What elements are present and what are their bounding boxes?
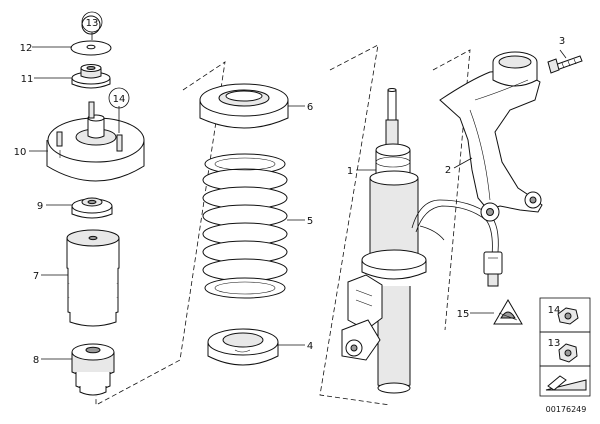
callout-9: 9: [37, 201, 43, 212]
callout-6: 6: [307, 102, 313, 113]
part-8-bump-stop: [71, 343, 115, 396]
part-9-stop-cap: [71, 197, 113, 219]
callout-14: 14: [113, 94, 126, 105]
callout-5: 5: [307, 216, 313, 227]
callout-3: 3: [559, 36, 565, 47]
callout-12: 12: [20, 43, 33, 54]
group-outlines: [95, 44, 471, 406]
part-10-strut-mount: [46, 101, 145, 182]
document-number: 00176249: [546, 405, 587, 414]
part-1-shock-absorber: [341, 88, 503, 394]
callout-circle-14: [108, 87, 130, 109]
part-15-warning-label: [493, 299, 523, 325]
callout-labels: 13 12 11 14 10 9 7 8 6 5 4 1 2 3 15 14 1…: [14, 11, 565, 366]
leader-lines: [29, 32, 567, 360]
callout-11: 11: [21, 74, 34, 85]
legend-callout-14: 14: [548, 305, 561, 316]
part-3-bolt: [547, 55, 583, 74]
callout-circle-13: [81, 11, 103, 33]
callout-8: 8: [33, 355, 39, 366]
part-11-nut: [71, 64, 111, 89]
callout-4: 4: [307, 341, 313, 352]
part-2-knuckle: [439, 51, 543, 222]
legend-panel: [539, 297, 591, 397]
legend-callout-13: 13: [548, 338, 561, 349]
callout-10: 10: [14, 147, 27, 158]
callout-2: 2: [445, 165, 451, 176]
part-13-cap: [81, 15, 101, 35]
callout-15: 15: [457, 309, 470, 320]
part-5-coil-spring: [202, 153, 288, 299]
part-12-washer: [70, 40, 112, 56]
callout-13: 13: [86, 18, 99, 29]
part-4-lower-seat: [207, 328, 279, 366]
part-7-boot: [66, 229, 120, 327]
callout-1: 1: [347, 166, 353, 177]
callout-7: 7: [33, 271, 39, 282]
part-6-upper-seat: [199, 83, 289, 129]
